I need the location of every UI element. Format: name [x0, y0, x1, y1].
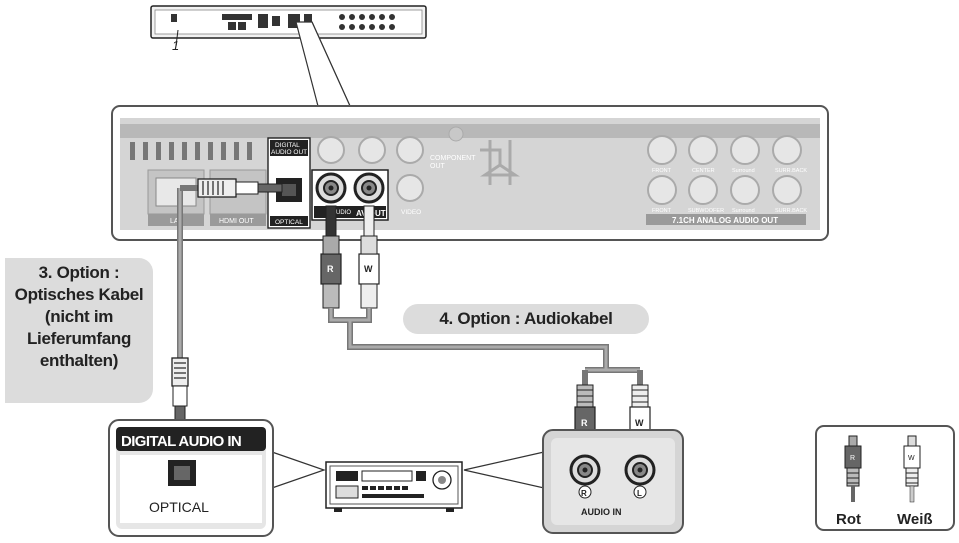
svg-text:AUDIO OUT: AUDIO OUT: [271, 149, 307, 156]
plug-r-receiver: R: [581, 418, 588, 428]
audio-cable: [320, 205, 651, 452]
legend-rot: Rot: [836, 511, 861, 528]
svg-text:CENTER: CENTER: [692, 168, 715, 174]
svg-text:Surround: Surround: [732, 168, 755, 174]
svg-text:FRONT: FRONT: [652, 168, 672, 174]
svg-text:AUDIO: AUDIO: [332, 210, 351, 216]
legend-weiss: Weiß: [897, 511, 933, 528]
option3-line-3: (nicht im: [44, 307, 114, 326]
optical-cable: [171, 178, 283, 423]
player-back-panel: LAN HDMI OUT DIGITAL AUDIO OUT OPTICAL C…: [111, 105, 829, 241]
r-mark: R: [581, 489, 587, 498]
svg-text:SURR.BACK: SURR.BACK: [775, 208, 807, 214]
l-mark: L: [637, 489, 642, 498]
audio-in-label: AUDIO IN: [581, 507, 622, 517]
svg-text:SURR.BACK: SURR.BACK: [775, 168, 807, 174]
av-receiver: [325, 461, 463, 512]
plug-w-player: W: [364, 264, 373, 274]
svg-text:OUT: OUT: [430, 163, 446, 170]
receiver-optical-box: DIGITAL AUDIO IN OPTICAL: [108, 419, 274, 537]
option3-line-4: Lieferumfang: [26, 329, 132, 348]
plug-r-player: R: [327, 264, 334, 274]
legend-plug-w: W: [908, 455, 915, 462]
option4-callout: 4. Option : Audiokabel: [403, 304, 649, 334]
svg-text:VIDEO: VIDEO: [401, 209, 421, 216]
plug-w-receiver: W: [635, 418, 644, 428]
player-device-small: 1: [150, 5, 427, 53]
option3-callout: 3. Option : Optisches Kabel (nicht im Li…: [5, 258, 153, 403]
svg-text:OPTICAL: OPTICAL: [275, 219, 303, 226]
digital-audio-in-title: DIGITAL AUDIO IN: [121, 433, 241, 450]
device-label-1: 1: [172, 38, 179, 53]
svg-text:COMPONENT: COMPONENT: [430, 155, 476, 162]
svg-text:FRONT: FRONT: [652, 208, 672, 214]
svg-text:DIGITAL: DIGITAL: [275, 142, 300, 149]
color-legend: R W Rot Weiß: [815, 425, 955, 531]
svg-text:Surround: Surround: [732, 208, 755, 214]
option3-line-5: enthalten): [39, 351, 119, 370]
svg-text:7.1CH ANALOG AUDIO OUT: 7.1CH ANALOG AUDIO OUT: [672, 216, 778, 225]
svg-text:SUBWOOFER: SUBWOOFER: [688, 208, 724, 214]
svg-text:LAN: LAN: [170, 218, 184, 225]
receiver-audio-box: R L AUDIO IN: [542, 429, 684, 534]
option3-line-1: 3. Option :: [38, 263, 120, 282]
option3-line-2: Optisches Kabel: [14, 285, 144, 304]
svg-text:HDMI OUT: HDMI OUT: [219, 218, 254, 225]
optical-port-label: OPTICAL: [149, 499, 209, 515]
legend-plug-r: R: [850, 455, 855, 462]
